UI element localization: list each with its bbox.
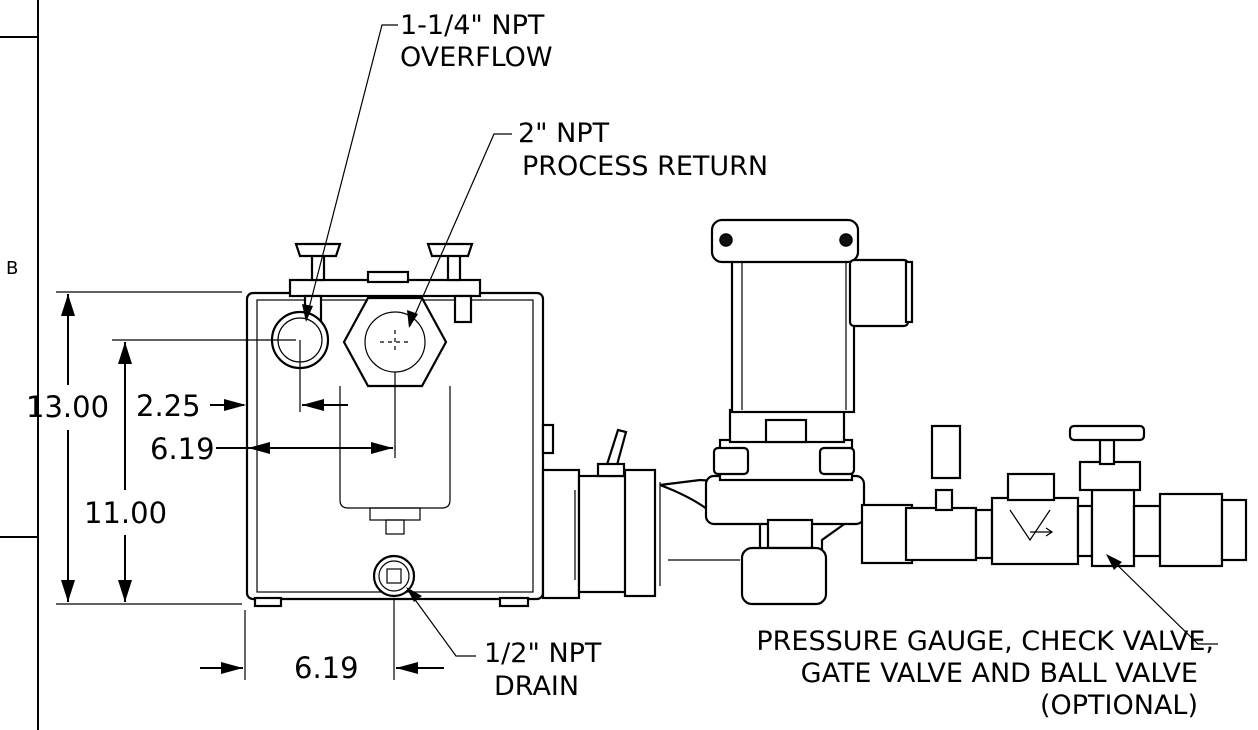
dim-return-offset	[216, 372, 396, 458]
motor	[710, 218, 914, 414]
leader-process-return	[407, 133, 512, 328]
callout-drain-line2: DRAIN	[494, 671, 580, 702]
suction-coupling	[541, 428, 661, 600]
leader-drain	[406, 587, 476, 657]
dim-outlet-height-value: 11.00	[84, 496, 168, 530]
dim-overflow-offset-value: 2.25	[136, 389, 201, 423]
dim-overall-height-value: 13.00	[26, 390, 110, 424]
dim-overflow-offset	[210, 340, 348, 412]
tank-lid	[288, 242, 482, 324]
callout-options-line2: GATE VALVE AND BALL VALVE	[800, 658, 1198, 689]
zone-marker: B	[6, 258, 19, 279]
callout-options-line3: (OPTIONAL)	[1039, 690, 1198, 721]
pump-body	[704, 408, 866, 606]
callout-options-line1: PRESSURE GAUGE, CHECK VALVE,	[756, 626, 1214, 657]
dim-overall-height	[56, 291, 242, 605]
dim-drain-offset	[200, 598, 444, 680]
discharge-piping	[860, 424, 1248, 568]
callout-return-line2: PROCESS RETURN	[522, 151, 769, 182]
callout-overflow-line1: 1-1/4" NPT	[400, 10, 545, 41]
callout-overflow-line2: OVERFLOW	[400, 42, 553, 73]
dim-drain-offset-value: 6.19	[294, 651, 359, 685]
drain-port	[372, 554, 416, 598]
callout-drain-line1: 1/2" NPT	[484, 638, 602, 669]
dim-outlet-height	[112, 339, 296, 602]
leader-overflow	[302, 24, 398, 322]
internal-basket	[339, 386, 451, 535]
dim-return-offset-value: 6.19	[150, 432, 215, 466]
callout-return-line1: 2" NPT	[518, 118, 610, 149]
leader-options	[1106, 554, 1218, 645]
